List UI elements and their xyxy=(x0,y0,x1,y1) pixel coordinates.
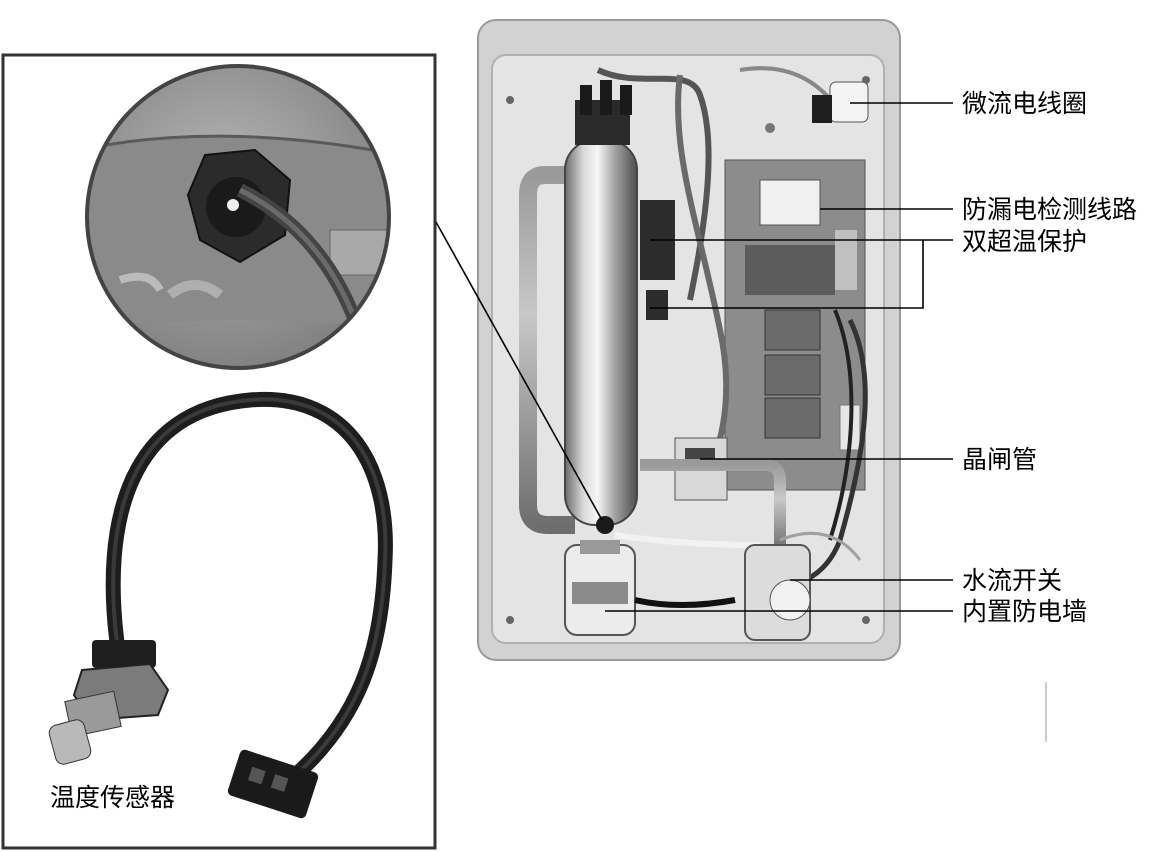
heating-tank xyxy=(564,139,638,526)
label-leakage-circuit: 防漏电检测线路 xyxy=(962,195,1137,224)
sensor-collar xyxy=(92,640,156,668)
label-builtin-wall: 内置防电墙 xyxy=(962,597,1087,626)
label-double-overtemp: 双超温保护 xyxy=(962,227,1087,256)
label-thyristor: 晶闸管 xyxy=(962,445,1037,474)
heater-unit-photo xyxy=(477,19,901,661)
relay-2 xyxy=(764,354,821,396)
leader-overtemp-bottom xyxy=(650,240,924,309)
micro-flow-coil-component xyxy=(829,81,869,123)
relay-3 xyxy=(764,397,821,439)
heating-loop-pipe xyxy=(519,166,575,534)
leader-lines xyxy=(435,102,953,612)
label-water-switch: 水流开关 xyxy=(962,566,1062,595)
label-micro-coil: 微流电线圈 xyxy=(962,89,1087,118)
sensor-probe-tip xyxy=(48,719,92,765)
label-temp-sensor: 温度传感器 xyxy=(50,783,175,812)
sensor-closeup-circle xyxy=(87,66,389,368)
temperature-sensor-photo xyxy=(48,391,393,819)
relay-1 xyxy=(764,309,821,351)
leader-temp-sensor xyxy=(435,221,603,521)
